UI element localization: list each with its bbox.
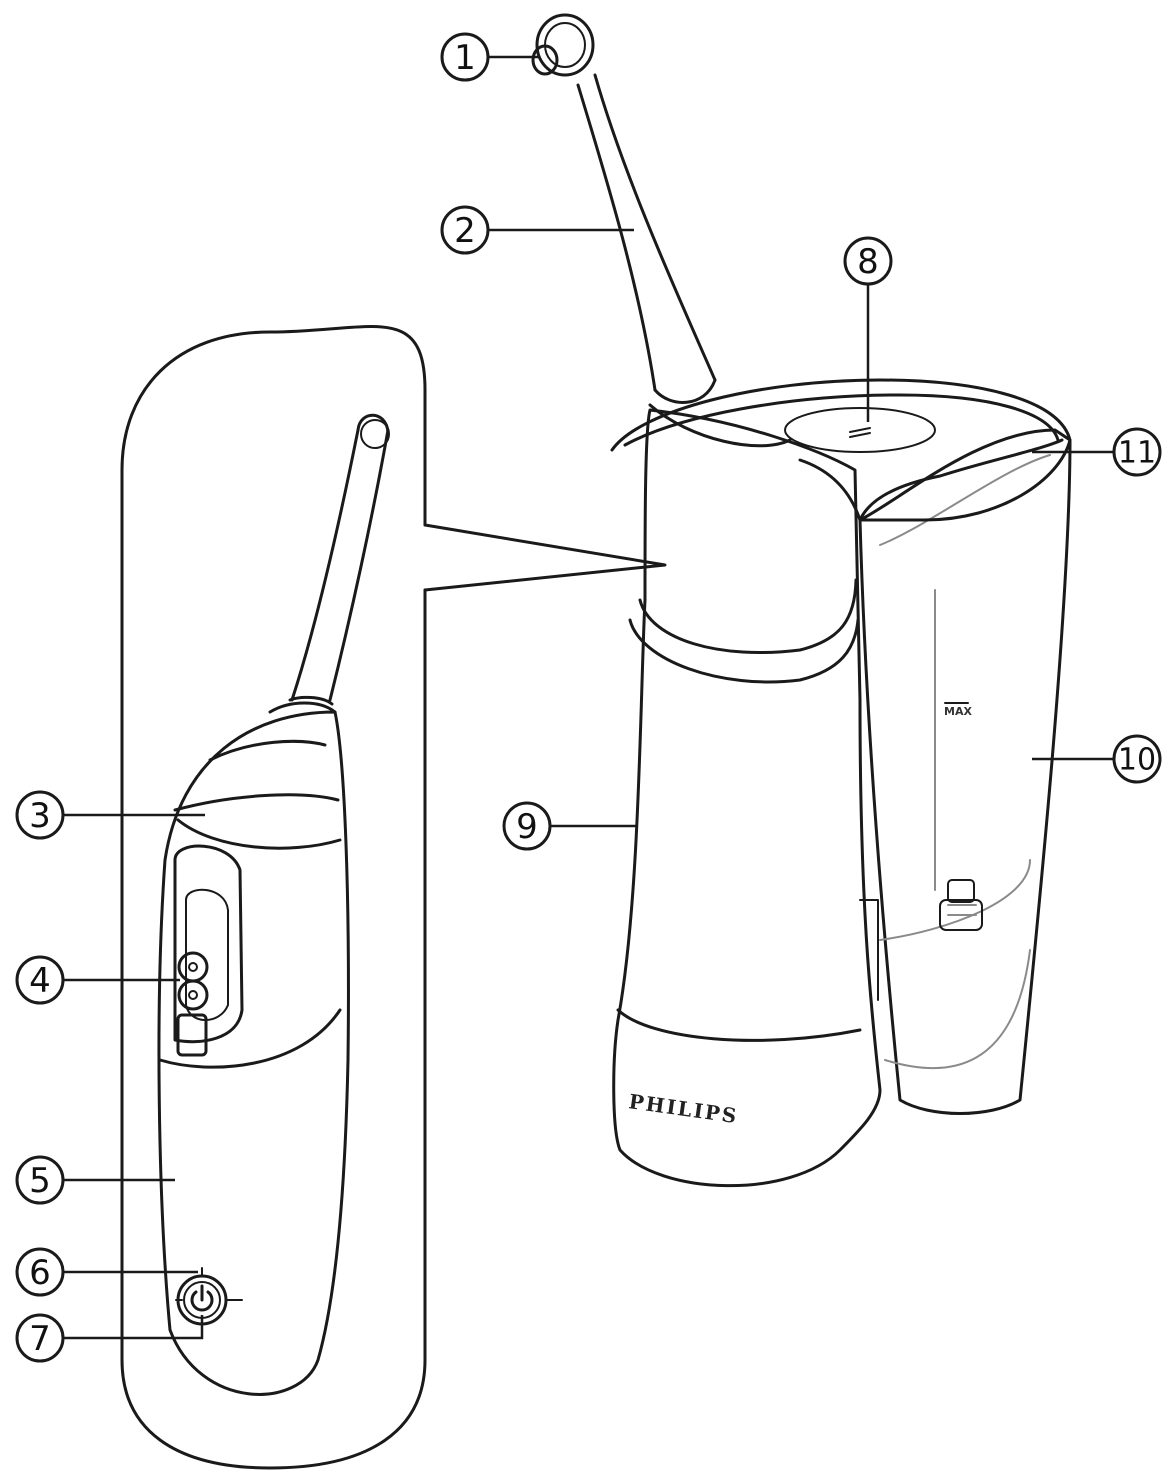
reservoir-lid bbox=[610, 378, 1072, 522]
handle-back-view bbox=[157, 413, 390, 1396]
callout-3-label: 3 bbox=[29, 796, 51, 836]
handle-front: PHILIPS bbox=[612, 408, 882, 1188]
callouts: 1 2 3 4 5 6 7 8 9 10 bbox=[15, 32, 1162, 1363]
callout-4-label: 4 bbox=[29, 961, 51, 1001]
nozzle-tip bbox=[531, 13, 595, 77]
callout-1-label: 1 bbox=[454, 38, 476, 78]
water-reservoir: MAX bbox=[858, 428, 1072, 1115]
callout-5-label: 5 bbox=[29, 1161, 51, 1201]
callout-9-label: 9 bbox=[516, 807, 538, 847]
max-fill-marker: MAX bbox=[944, 705, 972, 718]
callout-11-label: 11 bbox=[1118, 436, 1156, 471]
callout-10-label: 10 bbox=[1118, 743, 1156, 778]
brand-logo-text: PHILIPS bbox=[627, 1089, 739, 1128]
power-icon bbox=[190, 1284, 214, 1312]
callout-8-label: 8 bbox=[857, 242, 879, 282]
callout-6-label: 6 bbox=[29, 1253, 51, 1293]
device-assembled-view: MAX PHILIPS bbox=[531, 13, 1072, 1188]
callout-2-label: 2 bbox=[454, 211, 476, 251]
callout-7-label: 7 bbox=[29, 1319, 51, 1359]
detail-callout-frame bbox=[120, 325, 667, 1470]
